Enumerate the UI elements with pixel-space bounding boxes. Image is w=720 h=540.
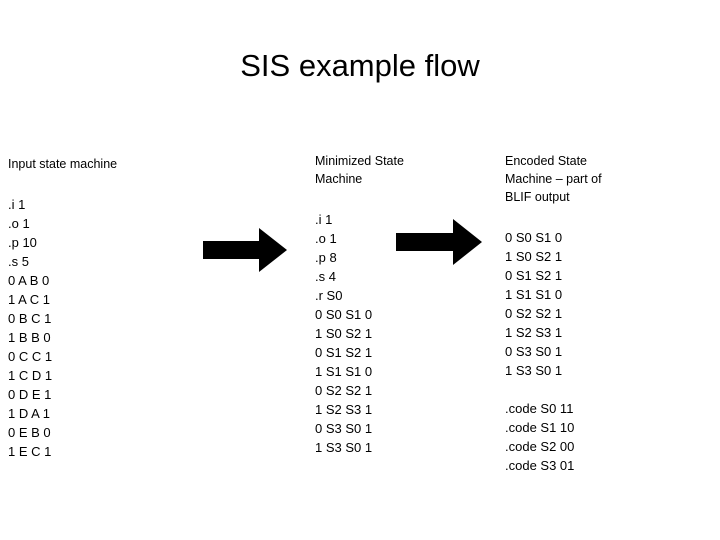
code-line: .s 5: [8, 254, 29, 269]
code-line: 0 D E 1: [8, 387, 52, 402]
code-line: 0 S0 S1 0: [315, 307, 373, 322]
code-line: .o 1: [8, 216, 30, 231]
minimized-state-machine-heading: Minimized State Machine: [315, 154, 404, 186]
code-line: 0 C C 1: [8, 349, 53, 364]
code-line: .i 1: [315, 212, 333, 227]
code-line: .p 10: [8, 235, 37, 250]
code-line: 0 S1 S2 1: [315, 345, 373, 360]
code-line: 1 S3 S0 1: [315, 440, 373, 455]
minimized-state-machine-listing: .i 1 .o 1 .p 8 .s 4 .r S0 0 S0 S1 0 1 S0…: [315, 210, 490, 457]
page-title: SIS example flow: [240, 48, 480, 83]
code-line: 0 S2 S2 1: [505, 306, 563, 321]
code-line: 0 S1 S2 1: [505, 268, 563, 283]
input-state-machine-listing: .i 1 .o 1 .p 10 .s 5 0 A B 0 1 A C 1 0 B…: [8, 195, 183, 461]
code-line: .s 4: [315, 269, 336, 284]
code-line: 1 S3 S0 1: [505, 363, 563, 378]
code-line: .code S3 01: [505, 458, 575, 473]
code-line: .o 1: [315, 231, 337, 246]
code-line: .r S0: [315, 288, 343, 303]
code-line: 0 B C 1: [8, 311, 52, 326]
code-line: 1 S2 S3 1: [315, 402, 373, 417]
code-line: 1 S0 S2 1: [505, 249, 563, 264]
code-line: 0 E B 0: [8, 425, 51, 440]
code-line: 1 S1 S1 0: [505, 287, 563, 302]
code-line: .code S1 10: [505, 420, 575, 435]
code-line: 1 S0 S2 1: [315, 326, 373, 341]
input-state-machine-column: Input state machine .i 1 .o 1 .p 10 .s 5…: [8, 155, 183, 461]
code-line: 1 S1 S1 0: [315, 364, 373, 379]
code-line: 0 A B 0: [8, 273, 50, 288]
code-line: 1 D A 1: [8, 406, 50, 421]
code-line: 1 C D 1: [8, 368, 53, 383]
minimized-state-machine-column: Minimized State Machine .i 1 .o 1 .p 8 .…: [315, 152, 490, 457]
code-line: 1 A C 1: [8, 292, 50, 307]
arrow-right-icon: [396, 219, 482, 265]
encoded-state-machine-listing: 0 S0 S1 0 1 S0 S2 1 0 S1 S2 1 1 S1 S1 0 …: [505, 228, 705, 475]
encoded-state-machine-heading: Encoded State Machine – part of BLIF out…: [505, 154, 602, 204]
input-state-machine-heading: Input state machine: [8, 157, 118, 171]
code-line-spacer: [505, 380, 705, 399]
code-line: 0 S2 S2 1: [315, 383, 373, 398]
code-line: 1 E C 1: [8, 444, 52, 459]
code-line: 0 S3 S0 1: [505, 344, 563, 359]
code-line: .p 8: [315, 250, 337, 265]
code-line: 0 S0 S1 0: [505, 230, 563, 245]
code-line: .i 1: [8, 197, 26, 212]
code-line: 1 B B 0: [8, 330, 51, 345]
code-line: .code S2 00: [505, 439, 575, 454]
code-line: 1 S2 S3 1: [505, 325, 563, 340]
encoded-state-machine-column: Encoded State Machine – part of BLIF out…: [505, 152, 705, 475]
code-line: .code S0 11: [505, 401, 574, 416]
arrow-right-icon: [203, 228, 287, 272]
code-line: 0 S3 S0 1: [315, 421, 373, 436]
